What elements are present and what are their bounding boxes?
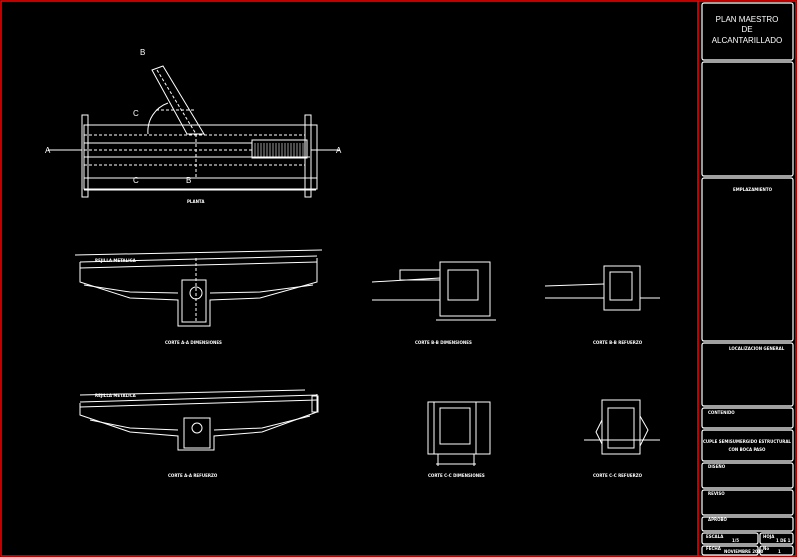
plan-title: PLANTA bbox=[187, 199, 205, 204]
project-title-line3: ALCANTARILLADO bbox=[712, 36, 783, 45]
plan-view: A A C C B B PLANTA bbox=[45, 48, 342, 204]
weir-callout-1: REJILLA METALICA bbox=[95, 258, 137, 263]
field-design-label: DISEÑO bbox=[708, 464, 726, 469]
section-mark-b-bottom: B bbox=[186, 176, 191, 185]
field-review-label: REVISO bbox=[708, 491, 725, 496]
date-value: NOVIEMBRE 2010 bbox=[724, 549, 764, 554]
title-block: PLAN MAESTRO DE ALCANTARILLADO EMPLAZAMI… bbox=[701, 2, 794, 556]
number-label: No bbox=[763, 546, 769, 551]
view-label-aa-dimensions: CORTE A-A DIMENSIONES bbox=[165, 340, 222, 345]
project-title-line1: PLAN MAESTRO bbox=[716, 15, 779, 24]
section-mark-b-top: B bbox=[140, 48, 145, 57]
field-approve-label: APROBO bbox=[708, 517, 728, 522]
view-label-aa-reinforcement: CORTE A-A REFUERZO bbox=[168, 473, 218, 478]
section-aa-dimensions: REJILLA METALICA CORTE A-A DIMENSIONES bbox=[74, 249, 323, 345]
number-value: 1 bbox=[778, 549, 781, 554]
content-line2: CON BOCA PASO bbox=[729, 447, 766, 452]
section-mark-a-left: A bbox=[45, 146, 51, 155]
view-label-cc-reinforcement: CORTE C-C REFUERZO bbox=[593, 473, 643, 478]
weir-callout-2: REJILLA METALICA bbox=[95, 393, 137, 398]
scale-value: 1/5 bbox=[732, 538, 739, 543]
date-label: FECHA bbox=[706, 546, 722, 551]
section-mark-a-right: A bbox=[336, 146, 342, 155]
content-line1: CUPLE SEMISUMERGIDO ESTRUCTURAL bbox=[703, 439, 791, 444]
project-title-line2: DE bbox=[741, 25, 752, 34]
view-label-bb-dimensions: CORTE B-B DIMENSIONES bbox=[415, 340, 472, 345]
view-label-cc-dimensions: CORTE C-C DIMENSIONES bbox=[428, 473, 485, 478]
sheet-label: HOJA bbox=[763, 534, 775, 539]
sheet-value: 1 DE 1 bbox=[776, 538, 791, 543]
section-bb-reinforcement: CORTE B-B REFUERZO bbox=[544, 265, 660, 345]
section-bb-dimensions: CORTE B-B DIMENSIONES bbox=[371, 261, 496, 345]
section-mark-c-bottom: C bbox=[133, 176, 139, 185]
location-label: LOCALIZACION GENERAL bbox=[729, 346, 785, 351]
scale-label: ESCALA bbox=[706, 534, 724, 539]
section-aa-reinforcement: REJILLA METALICA CORTE A-A REFUERZO bbox=[79, 389, 319, 478]
section-label: EMPLAZAMIENTO bbox=[733, 187, 773, 192]
content-label: CONTENIDO bbox=[708, 410, 735, 415]
section-cc-reinforcement: CORTE C-C REFUERZO bbox=[584, 399, 660, 478]
section-cc-dimensions: CORTE C-C DIMENSIONES bbox=[427, 401, 491, 478]
view-label-bb-reinforcement: CORTE B-B REFUERZO bbox=[593, 340, 643, 345]
section-mark-c-top: C bbox=[133, 109, 139, 118]
